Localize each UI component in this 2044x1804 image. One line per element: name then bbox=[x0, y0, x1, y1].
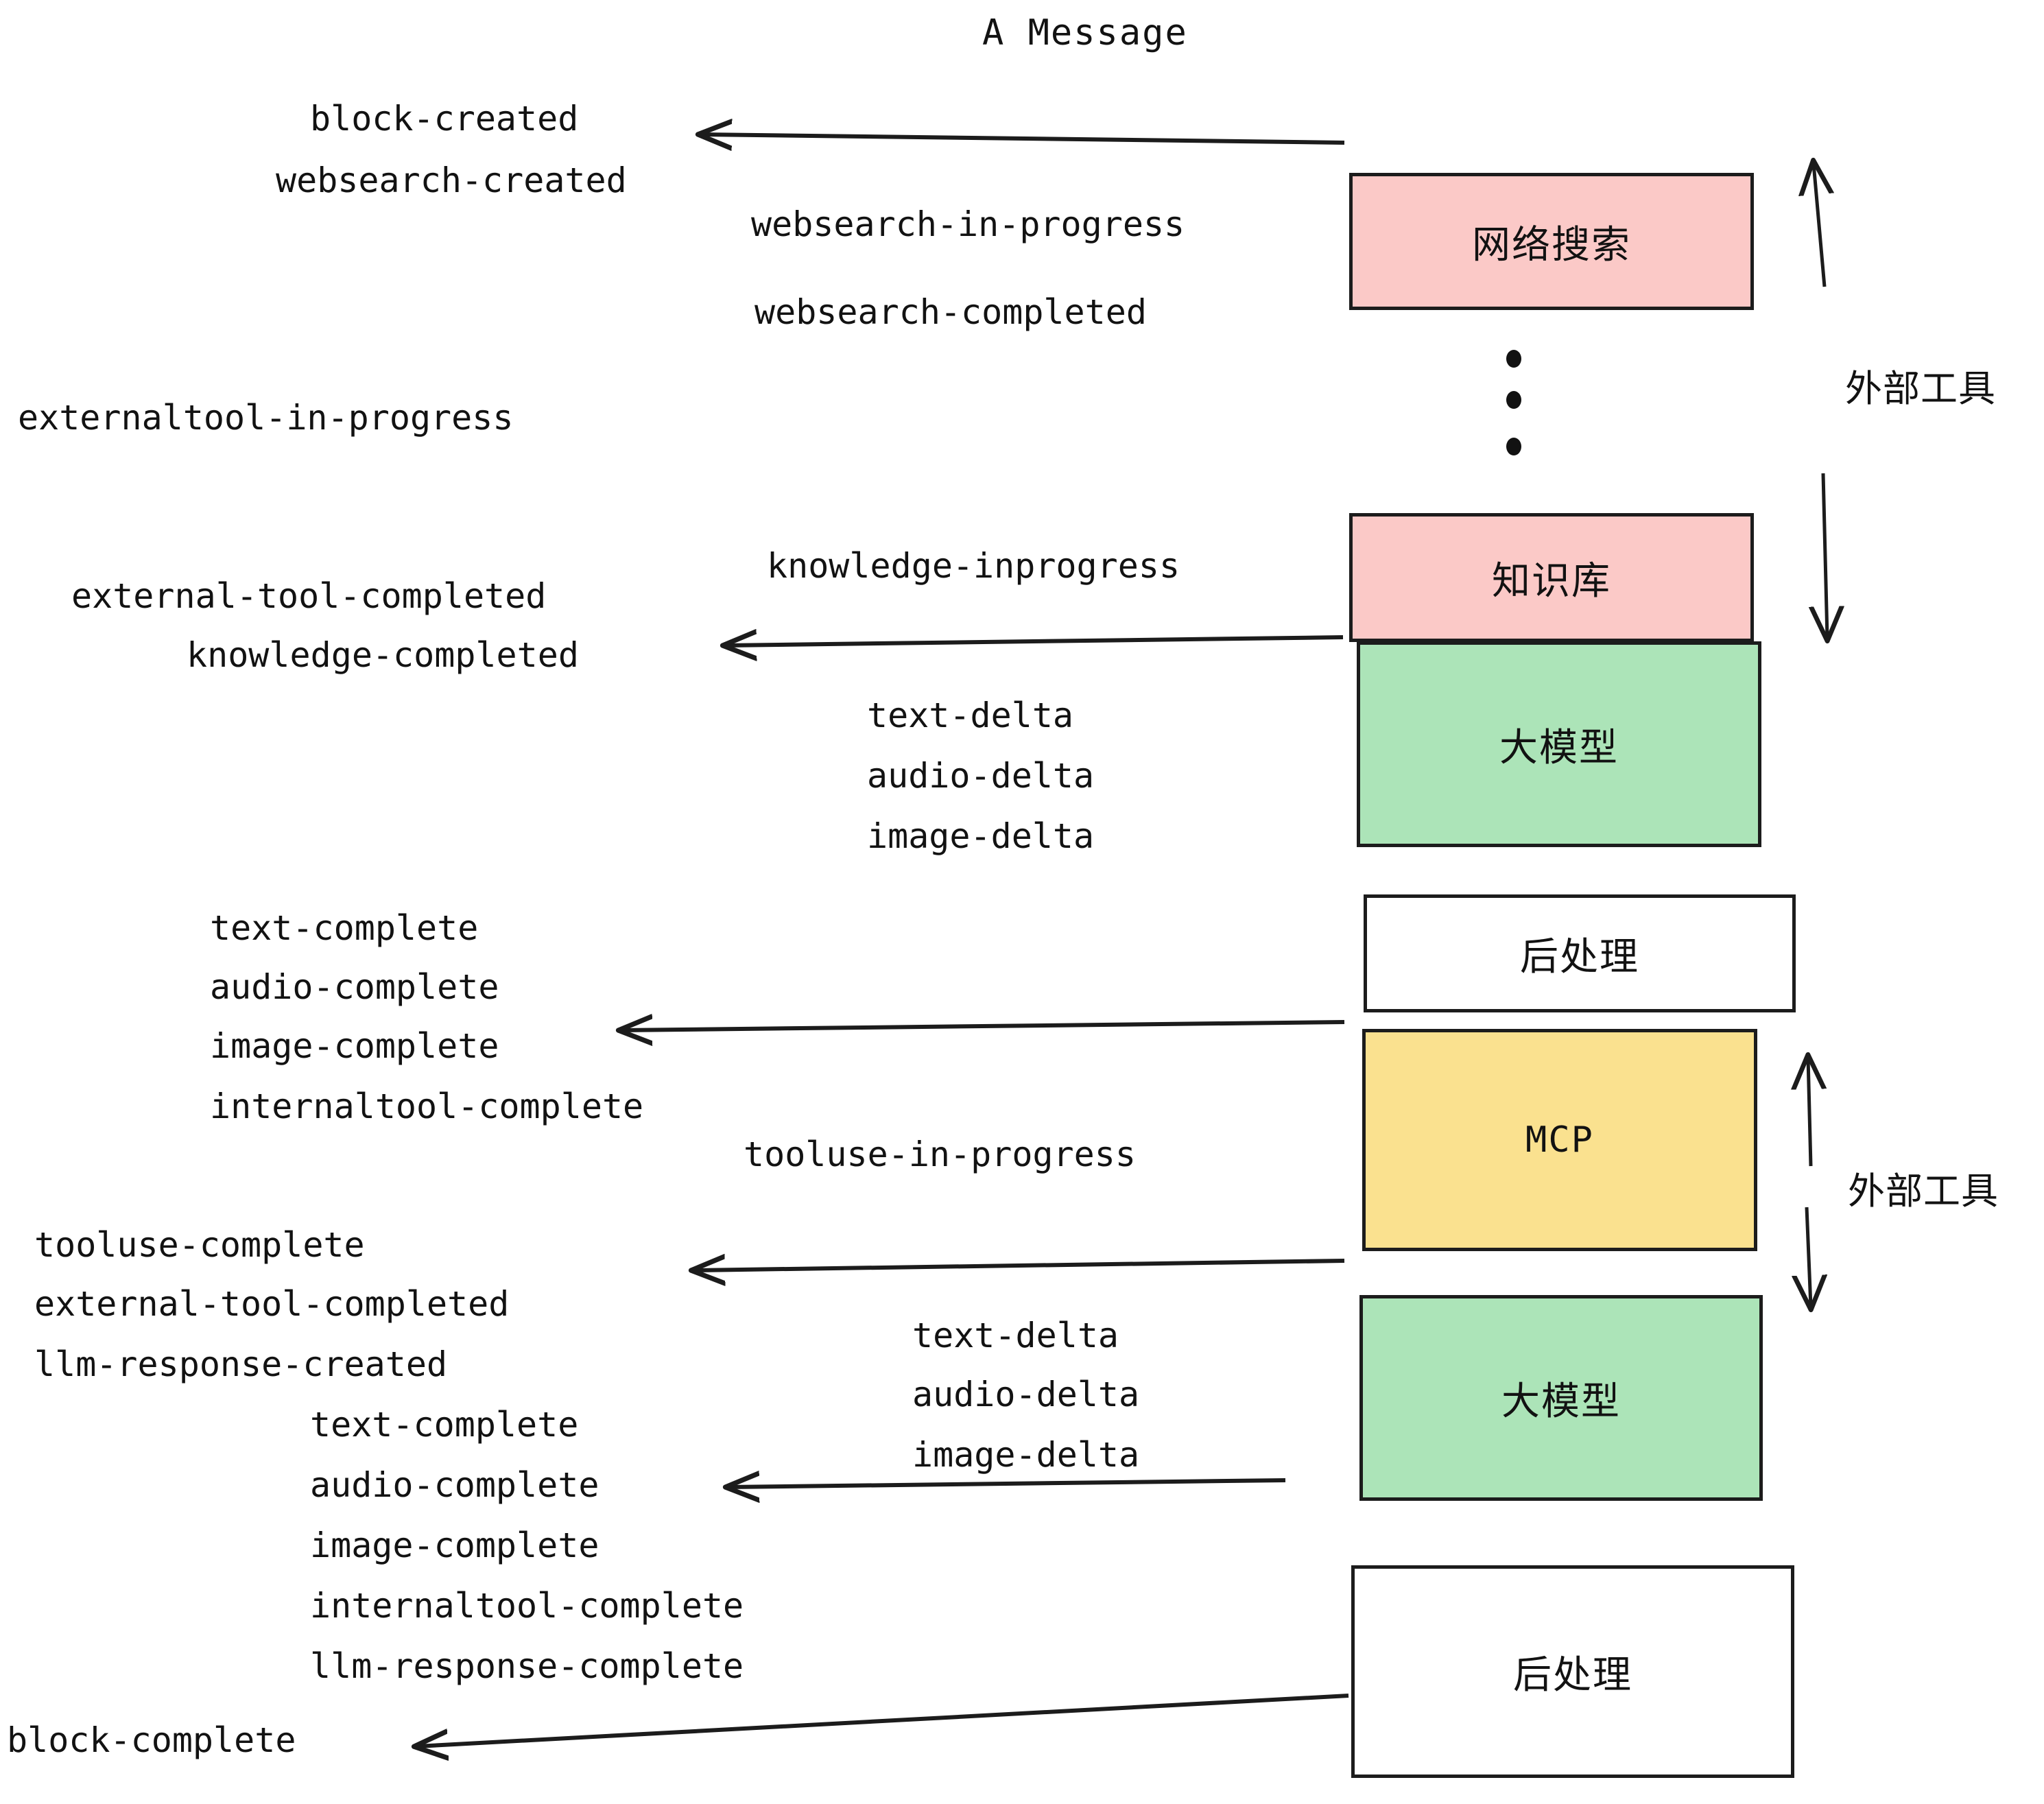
arrow-llm2-to-audio-complete bbox=[728, 1480, 1286, 1487]
external-tool-span-top-up-arrow bbox=[1814, 163, 1825, 287]
side-label-external-tool-bottom: 外部工具 bbox=[1848, 1170, 1999, 1213]
node-postprocess-2-label: 后处理 bbox=[1513, 1652, 1632, 1698]
event-audio-delta-1: audio-delta bbox=[867, 756, 1095, 796]
node-websearch[interactable]: 网络搜索 bbox=[1349, 173, 1754, 310]
ellipsis-dot bbox=[1506, 391, 1521, 409]
external-tool-span-bottom-down-arrow bbox=[1807, 1207, 1811, 1307]
external-tool-span-bottom-up-arrow bbox=[1808, 1058, 1811, 1167]
node-websearch-label: 网络搜索 bbox=[1472, 222, 1631, 268]
event-llm-response-created: llm-response-created bbox=[34, 1344, 448, 1384]
event-knowledge-inprogress: knowledge-inprogress bbox=[767, 546, 1180, 586]
event-internaltool-complete-1: internaltool-complete bbox=[210, 1087, 644, 1126]
event-image-delta-2: image-delta bbox=[912, 1435, 1140, 1475]
arrow-websearch-to-created bbox=[701, 134, 1345, 143]
event-websearch-completed: websearch-completed bbox=[754, 292, 1147, 332]
node-mcp[interactable]: MCP bbox=[1362, 1029, 1757, 1251]
event-image-complete-2: image-complete bbox=[310, 1526, 599, 1565]
event-block-created: block-created bbox=[310, 99, 579, 139]
event-image-complete-1: image-complete bbox=[210, 1026, 499, 1066]
event-external-tool-completed-1: external-tool-completed bbox=[71, 576, 547, 616]
event-tooluse-in-progress: tooluse-in-progress bbox=[744, 1135, 1136, 1174]
node-mcp-label: MCP bbox=[1525, 1119, 1594, 1161]
page-title: A Message bbox=[982, 12, 1188, 54]
node-postprocess-1-label: 后处理 bbox=[1520, 934, 1639, 980]
event-websearch-created: websearch-created bbox=[276, 161, 627, 200]
arrow-postprocess-to-block-complete bbox=[417, 1694, 1349, 1746]
side-label-external-tool-top: 外部工具 bbox=[1845, 367, 1996, 410]
node-llm-1-label: 大模型 bbox=[1499, 725, 1619, 770]
event-llm-response-complete: llm-response-complete bbox=[310, 1646, 744, 1686]
event-external-tool-completed-2: external-tool-completed bbox=[34, 1284, 510, 1324]
event-audio-delta-2: audio-delta bbox=[912, 1375, 1140, 1414]
ellipsis-dot bbox=[1506, 350, 1521, 368]
node-llm-2[interactable]: 大模型 bbox=[1359, 1295, 1763, 1501]
arrow-knowledge-to-completed bbox=[726, 637, 1344, 645]
external-tool-span-top-down-arrow bbox=[1823, 473, 1827, 638]
event-block-complete: block-complete bbox=[7, 1720, 296, 1760]
event-externaltool-in-progress: externaltool-in-progress bbox=[18, 398, 514, 438]
arrow-mcp-to-tooluse-complete bbox=[694, 1261, 1345, 1270]
event-text-complete-2: text-complete bbox=[310, 1405, 579, 1445]
event-image-delta-1: image-delta bbox=[867, 816, 1095, 856]
ellipsis-dot bbox=[1506, 438, 1521, 455]
node-postprocess-2[interactable]: 后处理 bbox=[1351, 1565, 1794, 1778]
node-llm-2-label: 大模型 bbox=[1501, 1379, 1621, 1424]
event-knowledge-completed: knowledge-completed bbox=[187, 635, 579, 675]
event-text-delta-2: text-delta bbox=[912, 1316, 1119, 1355]
event-text-delta-1: text-delta bbox=[867, 696, 1074, 735]
event-tooluse-complete: tooluse-complete bbox=[34, 1225, 365, 1265]
event-audio-complete-2: audio-complete bbox=[310, 1465, 599, 1505]
node-postprocess-1[interactable]: 后处理 bbox=[1364, 894, 1796, 1012]
event-internaltool-complete-2: internaltool-complete bbox=[310, 1586, 744, 1626]
event-audio-complete-1: audio-complete bbox=[210, 967, 499, 1007]
node-knowledge-label: 知识库 bbox=[1492, 558, 1611, 604]
node-llm-1[interactable]: 大模型 bbox=[1357, 641, 1761, 847]
node-knowledge[interactable]: 知识库 bbox=[1349, 513, 1754, 642]
event-websearch-in-progress: websearch-in-progress bbox=[751, 204, 1185, 244]
arrow-llm1-to-image-complete bbox=[621, 1022, 1345, 1030]
event-text-complete-1: text-complete bbox=[210, 908, 479, 948]
